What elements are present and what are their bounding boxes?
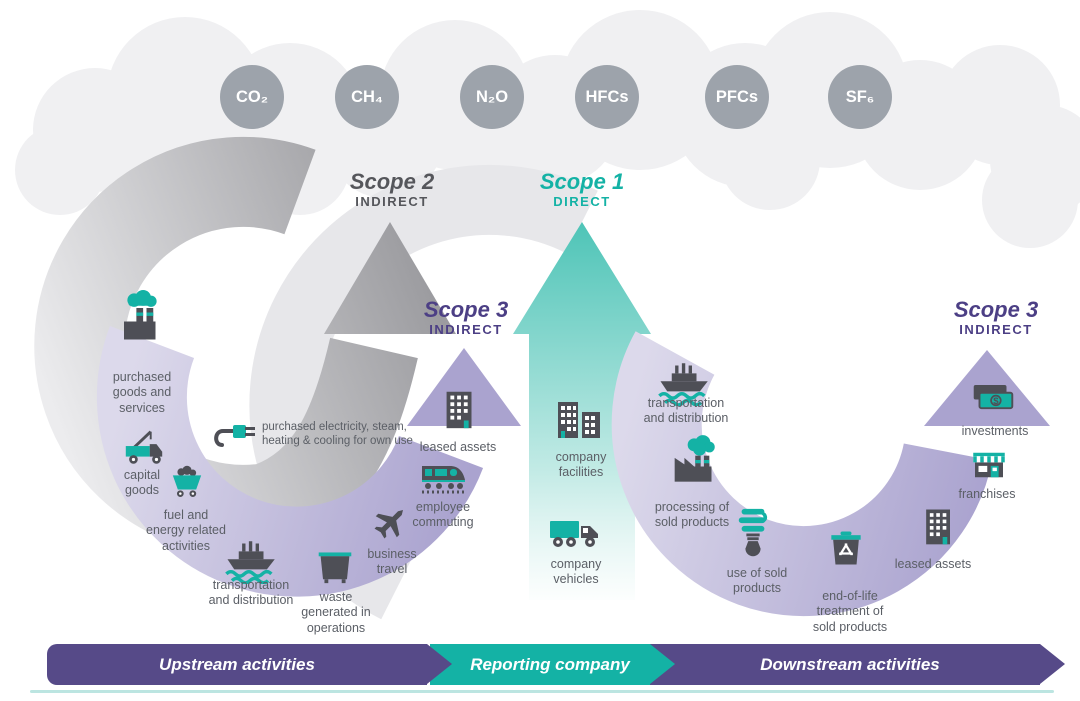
scope3-left-label: Scope 3 INDIRECT [371, 297, 561, 338]
factory-icon [115, 290, 169, 344]
crane-truck-icon [121, 424, 167, 470]
mine-cart-icon [167, 462, 207, 502]
item-label-franchises: franchises [958, 487, 1016, 501]
scope2-arrow-head [324, 222, 456, 334]
item-label-purchased-goods: purchased goods and services [112, 370, 172, 415]
cfl-bulb-icon [734, 506, 772, 561]
item-label-leased-assets-upstream: leased assets [419, 440, 497, 454]
scope2-title: Scope 2 [349, 169, 435, 194]
item-label-transport-downstream: transportation and distribution [643, 396, 729, 426]
item-label-company-vehicles: company vehicles [550, 557, 602, 587]
scope1-subtitle: DIRECT [553, 194, 611, 210]
item-label-end-of-life: end-of-life treatment of sold products [812, 589, 888, 634]
scope2-arrow-band [34, 136, 418, 555]
scope3-left-subtitle: INDIRECT [429, 322, 503, 338]
item-label-processing: processing of sold products [654, 500, 730, 530]
scope2-label: Scope 2 INDIRECT [297, 169, 487, 210]
scope1-title: Scope 1 [539, 169, 625, 194]
electric-plug-icon [212, 412, 260, 460]
banknotes-icon: $ [966, 382, 1020, 417]
gas-co2: CO₂ [220, 65, 284, 129]
scope2-note: purchased electricity, steam, heating & … [262, 421, 413, 448]
banner-downstream: Downstream activities [632, 644, 1065, 685]
office-building-icon [437, 386, 483, 432]
cargo-ship-downstream-icon [656, 352, 710, 407]
scope3-left-title: Scope 3 [423, 297, 509, 322]
banner-downstream-label: Downstream activities [760, 654, 940, 674]
banner-upstream: Upstream activities [47, 644, 452, 685]
svg-text:$: $ [993, 396, 999, 407]
scope3-right-title: Scope 3 [953, 297, 1039, 322]
banner-reporting-company: Reporting company [430, 644, 675, 685]
airplane-icon [369, 502, 411, 544]
banner-reporting-company-label: Reporting company [470, 654, 630, 674]
recycle-bin-icon [824, 526, 868, 570]
leased-building-icon [917, 504, 961, 548]
dumpster-icon [312, 540, 358, 586]
delivery-truck-icon [546, 514, 602, 552]
gas-hfcs: HFCs [575, 65, 639, 129]
scope3-right-label: Scope 3 INDIRECT [901, 297, 1080, 338]
item-label-use-of-sold: use of sold products [726, 566, 788, 596]
banner-upstream-label: Upstream activities [159, 654, 315, 674]
item-label-waste: waste generated in operations [301, 590, 371, 635]
item-label-company-facilities: company facilities [555, 450, 607, 480]
item-label-employee-commuting: employee commuting [412, 500, 474, 530]
bottom-divider-line [30, 690, 1054, 693]
gas-n2o: N₂O [460, 65, 524, 129]
scope3-right-subtitle: INDIRECT [959, 322, 1033, 338]
item-label-investments: investments [961, 424, 1029, 438]
gas-sf6: SF₆ [828, 65, 892, 129]
scope2-subtitle: INDIRECT [355, 194, 429, 210]
scope3-left-arrow-head [407, 348, 521, 426]
storefront-icon [968, 444, 1010, 486]
item-label-leased-assets-downstream: leased assets [894, 557, 972, 571]
cargo-ship-icon [223, 530, 277, 585]
item-label-transport-upstream: transportation and distribution [208, 578, 294, 608]
train-icon [418, 458, 468, 496]
item-label-fuel-energy: fuel and energy related activities [146, 508, 226, 553]
factory-emissions-icon [666, 434, 718, 486]
scope3-right-arc [611, 331, 993, 617]
item-label-business-travel: business travel [367, 547, 417, 577]
company-buildings-icon [552, 394, 606, 442]
item-label-capital-goods: capital goods [123, 468, 161, 498]
gas-pfcs: PFCs [705, 65, 769, 129]
scope1-arrow [513, 222, 651, 600]
scope1-label: Scope 1 DIRECT [487, 169, 677, 210]
gas-ch4: CH₄ [335, 65, 399, 129]
